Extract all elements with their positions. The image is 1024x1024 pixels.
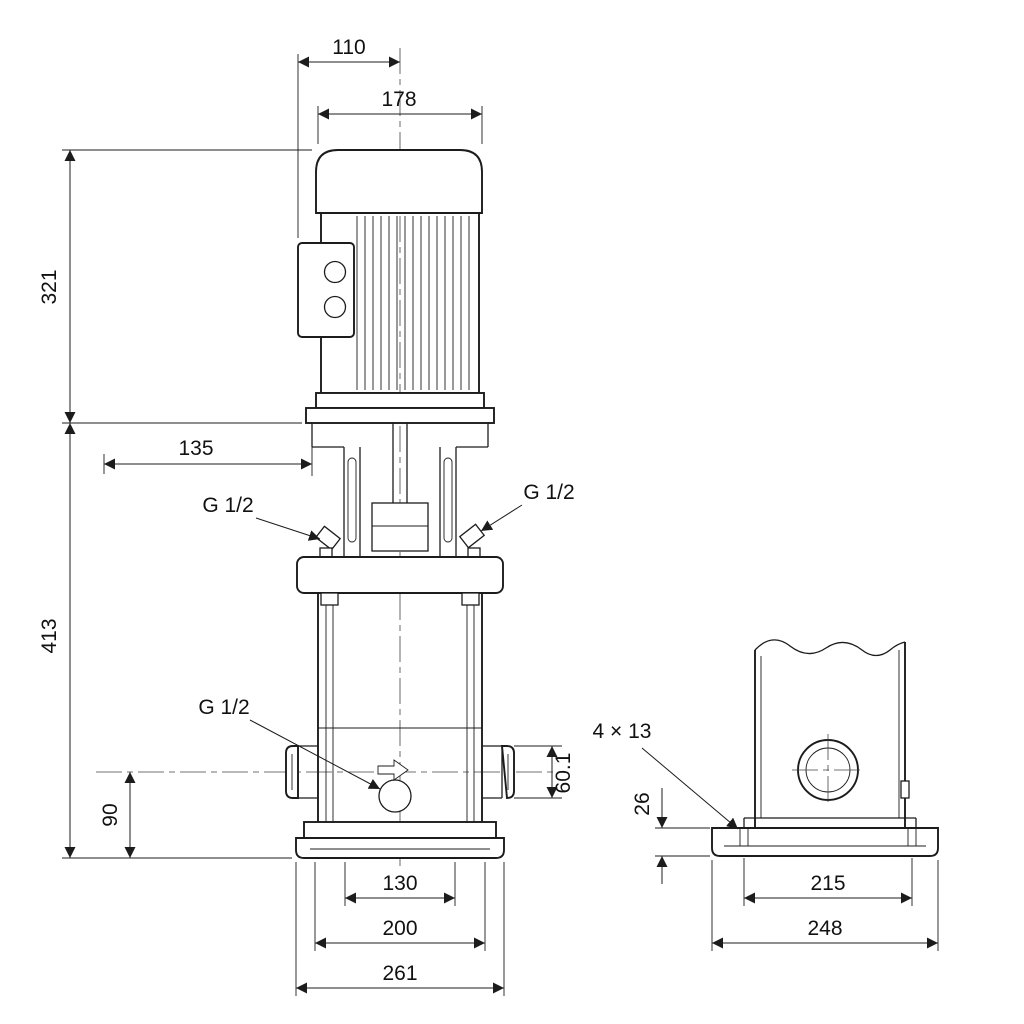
- dim-215-label: 215: [810, 872, 845, 895]
- base-bolt-holes: [739, 828, 917, 846]
- dim-90: 90: [99, 772, 136, 858]
- head-plugs: [314, 523, 486, 558]
- base-foot: [295, 837, 505, 859]
- plug-labels: G 1/2 G 1/2 G 1/2: [198, 481, 575, 790]
- drain-plug-circle: [378, 779, 412, 813]
- coupling: [371, 502, 429, 552]
- stool-group: [311, 423, 489, 557]
- base-side: [711, 827, 939, 857]
- coupling-guard-slot-left: [347, 457, 357, 543]
- holes-label: 4 × 13: [593, 720, 652, 743]
- plug-left-label: G 1/2: [202, 494, 253, 517]
- motor-flange: [305, 407, 495, 424]
- dim-200: 200: [314, 862, 486, 951]
- break-line: [754, 639, 906, 657]
- base-front: [295, 821, 505, 859]
- base-plate: [303, 821, 497, 839]
- side-view: 4 × 13 26 215 248: [593, 639, 939, 951]
- holes-callout: 4 × 13: [593, 720, 739, 830]
- dim-261-label: 261: [382, 962, 417, 985]
- fan-cover: [315, 149, 483, 214]
- motor-end-shield: [315, 392, 485, 409]
- dim-60-1: 60.1: [514, 745, 575, 799]
- motor-group: [297, 149, 495, 424]
- dim-215: 215: [743, 858, 913, 906]
- head-boss-left: [319, 547, 333, 558]
- vent-plug-right: [458, 523, 486, 549]
- vent-plug-left: [314, 525, 342, 551]
- dim-110: 110: [297, 36, 400, 238]
- cable-entry-top: [323, 260, 347, 284]
- motor-cooling-fins: [356, 216, 470, 390]
- staybolt-nut-left: [320, 592, 339, 606]
- dim-135: 135: [103, 437, 313, 476]
- base-plate-side: [711, 827, 939, 857]
- terminal-box: [297, 242, 355, 338]
- plug-right-label: G 1/2: [523, 481, 574, 504]
- dim-60-1-label: 60.1: [552, 753, 575, 794]
- dim-413-label: 413: [38, 618, 61, 653]
- dim-178: 178: [317, 88, 483, 144]
- dim-110-label: 110: [332, 36, 365, 59]
- nameplate-clip: [900, 780, 910, 799]
- sleeve: [743, 639, 917, 828]
- dim-321: 321: [38, 149, 312, 424]
- side-port: [792, 734, 864, 806]
- pump-head-flange: [296, 556, 504, 594]
- flow-direction-arrow-icon: [377, 759, 409, 781]
- dim-130: 130: [344, 862, 456, 906]
- ports: [285, 745, 515, 799]
- staybolt-nut-right: [461, 592, 480, 606]
- head-boss-right: [467, 547, 481, 558]
- front-view: 110 178 321 413 135 90: [38, 36, 575, 996]
- dim-321-label: 321: [38, 269, 61, 304]
- dim-200-label: 200: [382, 917, 417, 940]
- dim-90-label: 90: [99, 803, 122, 826]
- dim-135-label: 135: [178, 437, 213, 460]
- dim-178-label: 178: [381, 88, 416, 111]
- dim-248: 248: [711, 860, 939, 951]
- dim-130-label: 130: [382, 872, 417, 895]
- drain-group: [377, 759, 412, 813]
- plug-drain-label: G 1/2: [198, 696, 249, 719]
- dim-413: 413: [38, 423, 292, 859]
- dim-26-label: 26: [631, 792, 654, 815]
- cable-entry-bottom: [323, 295, 347, 319]
- dim-261: 261: [295, 862, 505, 996]
- dim-248-label: 248: [807, 917, 842, 940]
- coupling-guard-slot-right: [443, 457, 453, 543]
- dim-26: 26: [631, 788, 710, 884]
